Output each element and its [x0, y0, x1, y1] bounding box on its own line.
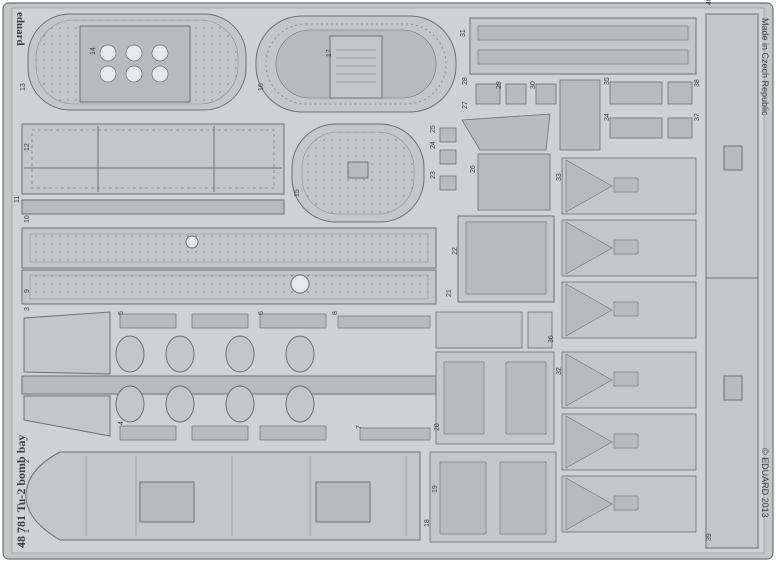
- part-number-34: 34: [604, 113, 611, 121]
- part-number-19: 19: [432, 485, 439, 493]
- fin-shapes: [565, 159, 639, 531]
- part-13-oval-panel: [27, 13, 247, 111]
- part-number-27: 27: [462, 101, 469, 109]
- part-number-35: 35: [604, 77, 611, 85]
- part-number-38: 38: [694, 79, 701, 87]
- product-name: Tu-2 bomb bay: [14, 434, 28, 513]
- part-11-strip: [21, 199, 285, 215]
- part-number-13: 13: [20, 83, 27, 91]
- part-number-32: 32: [556, 367, 563, 375]
- part-10-long-panel: [21, 227, 437, 269]
- part-number-26: 26: [470, 165, 477, 173]
- part-39-40-side-panel: [705, 13, 759, 549]
- part-number-20: 20: [434, 423, 441, 431]
- part-number-21: 21: [446, 289, 453, 297]
- part-number-28: 28: [462, 77, 469, 85]
- part-number-14: 14: [90, 47, 97, 55]
- part-number-29: 29: [496, 81, 503, 89]
- part-number-3: 3: [24, 307, 31, 311]
- part-1-bomb-bay-floor: [25, 451, 421, 541]
- part-number-7: 7: [356, 425, 363, 429]
- part-number-23: 23: [430, 171, 437, 179]
- parts-23-30-small: [439, 83, 557, 211]
- part-number-11: 11: [14, 195, 21, 203]
- part-9-long-panel: [21, 269, 437, 305]
- part-number-30: 30: [530, 81, 537, 89]
- part-number-8: 8: [332, 311, 339, 315]
- part-number-22: 22: [452, 247, 459, 255]
- part-number-33: 33: [556, 173, 563, 181]
- part-number-25: 25: [430, 125, 437, 133]
- part-number-40: 40: [706, 0, 713, 5]
- part-number-18: 18: [424, 519, 431, 527]
- part-number-9: 9: [24, 289, 31, 293]
- made-in-label: Made in Czech Republic: [760, 18, 770, 116]
- brand-label: eduard: [14, 12, 26, 46]
- part-3-bomb-strip: [21, 311, 437, 441]
- part-number-39: 39: [706, 533, 713, 541]
- part-number-36: 36: [548, 335, 555, 343]
- part-number-10: 10: [24, 215, 31, 223]
- parts-34-38: [559, 79, 693, 151]
- part-number-15: 15: [294, 189, 301, 197]
- part-15-oval: [291, 123, 425, 223]
- part-number-24: 24: [430, 141, 437, 149]
- parts-19-20-brackets: [439, 361, 547, 535]
- part-number-37: 37: [694, 113, 701, 121]
- part-22-box: [457, 215, 555, 303]
- part-number-5: 5: [118, 311, 125, 315]
- part-number-16: 16: [258, 83, 265, 91]
- part-number-12: 12: [24, 143, 31, 151]
- part-12-frame: [21, 123, 285, 195]
- part-number-4: 4: [118, 421, 125, 425]
- copyright-label: © EDUARD 2013: [760, 448, 770, 518]
- part-number-31: 31: [460, 29, 467, 37]
- part-31-strip: [469, 17, 697, 75]
- part-number-17: 17: [326, 49, 333, 57]
- part-16-oval-hatch: [255, 15, 457, 113]
- part-number-6: 6: [258, 311, 265, 315]
- part-number-1: 1: [24, 529, 31, 533]
- part-number-2: 2: [24, 459, 31, 463]
